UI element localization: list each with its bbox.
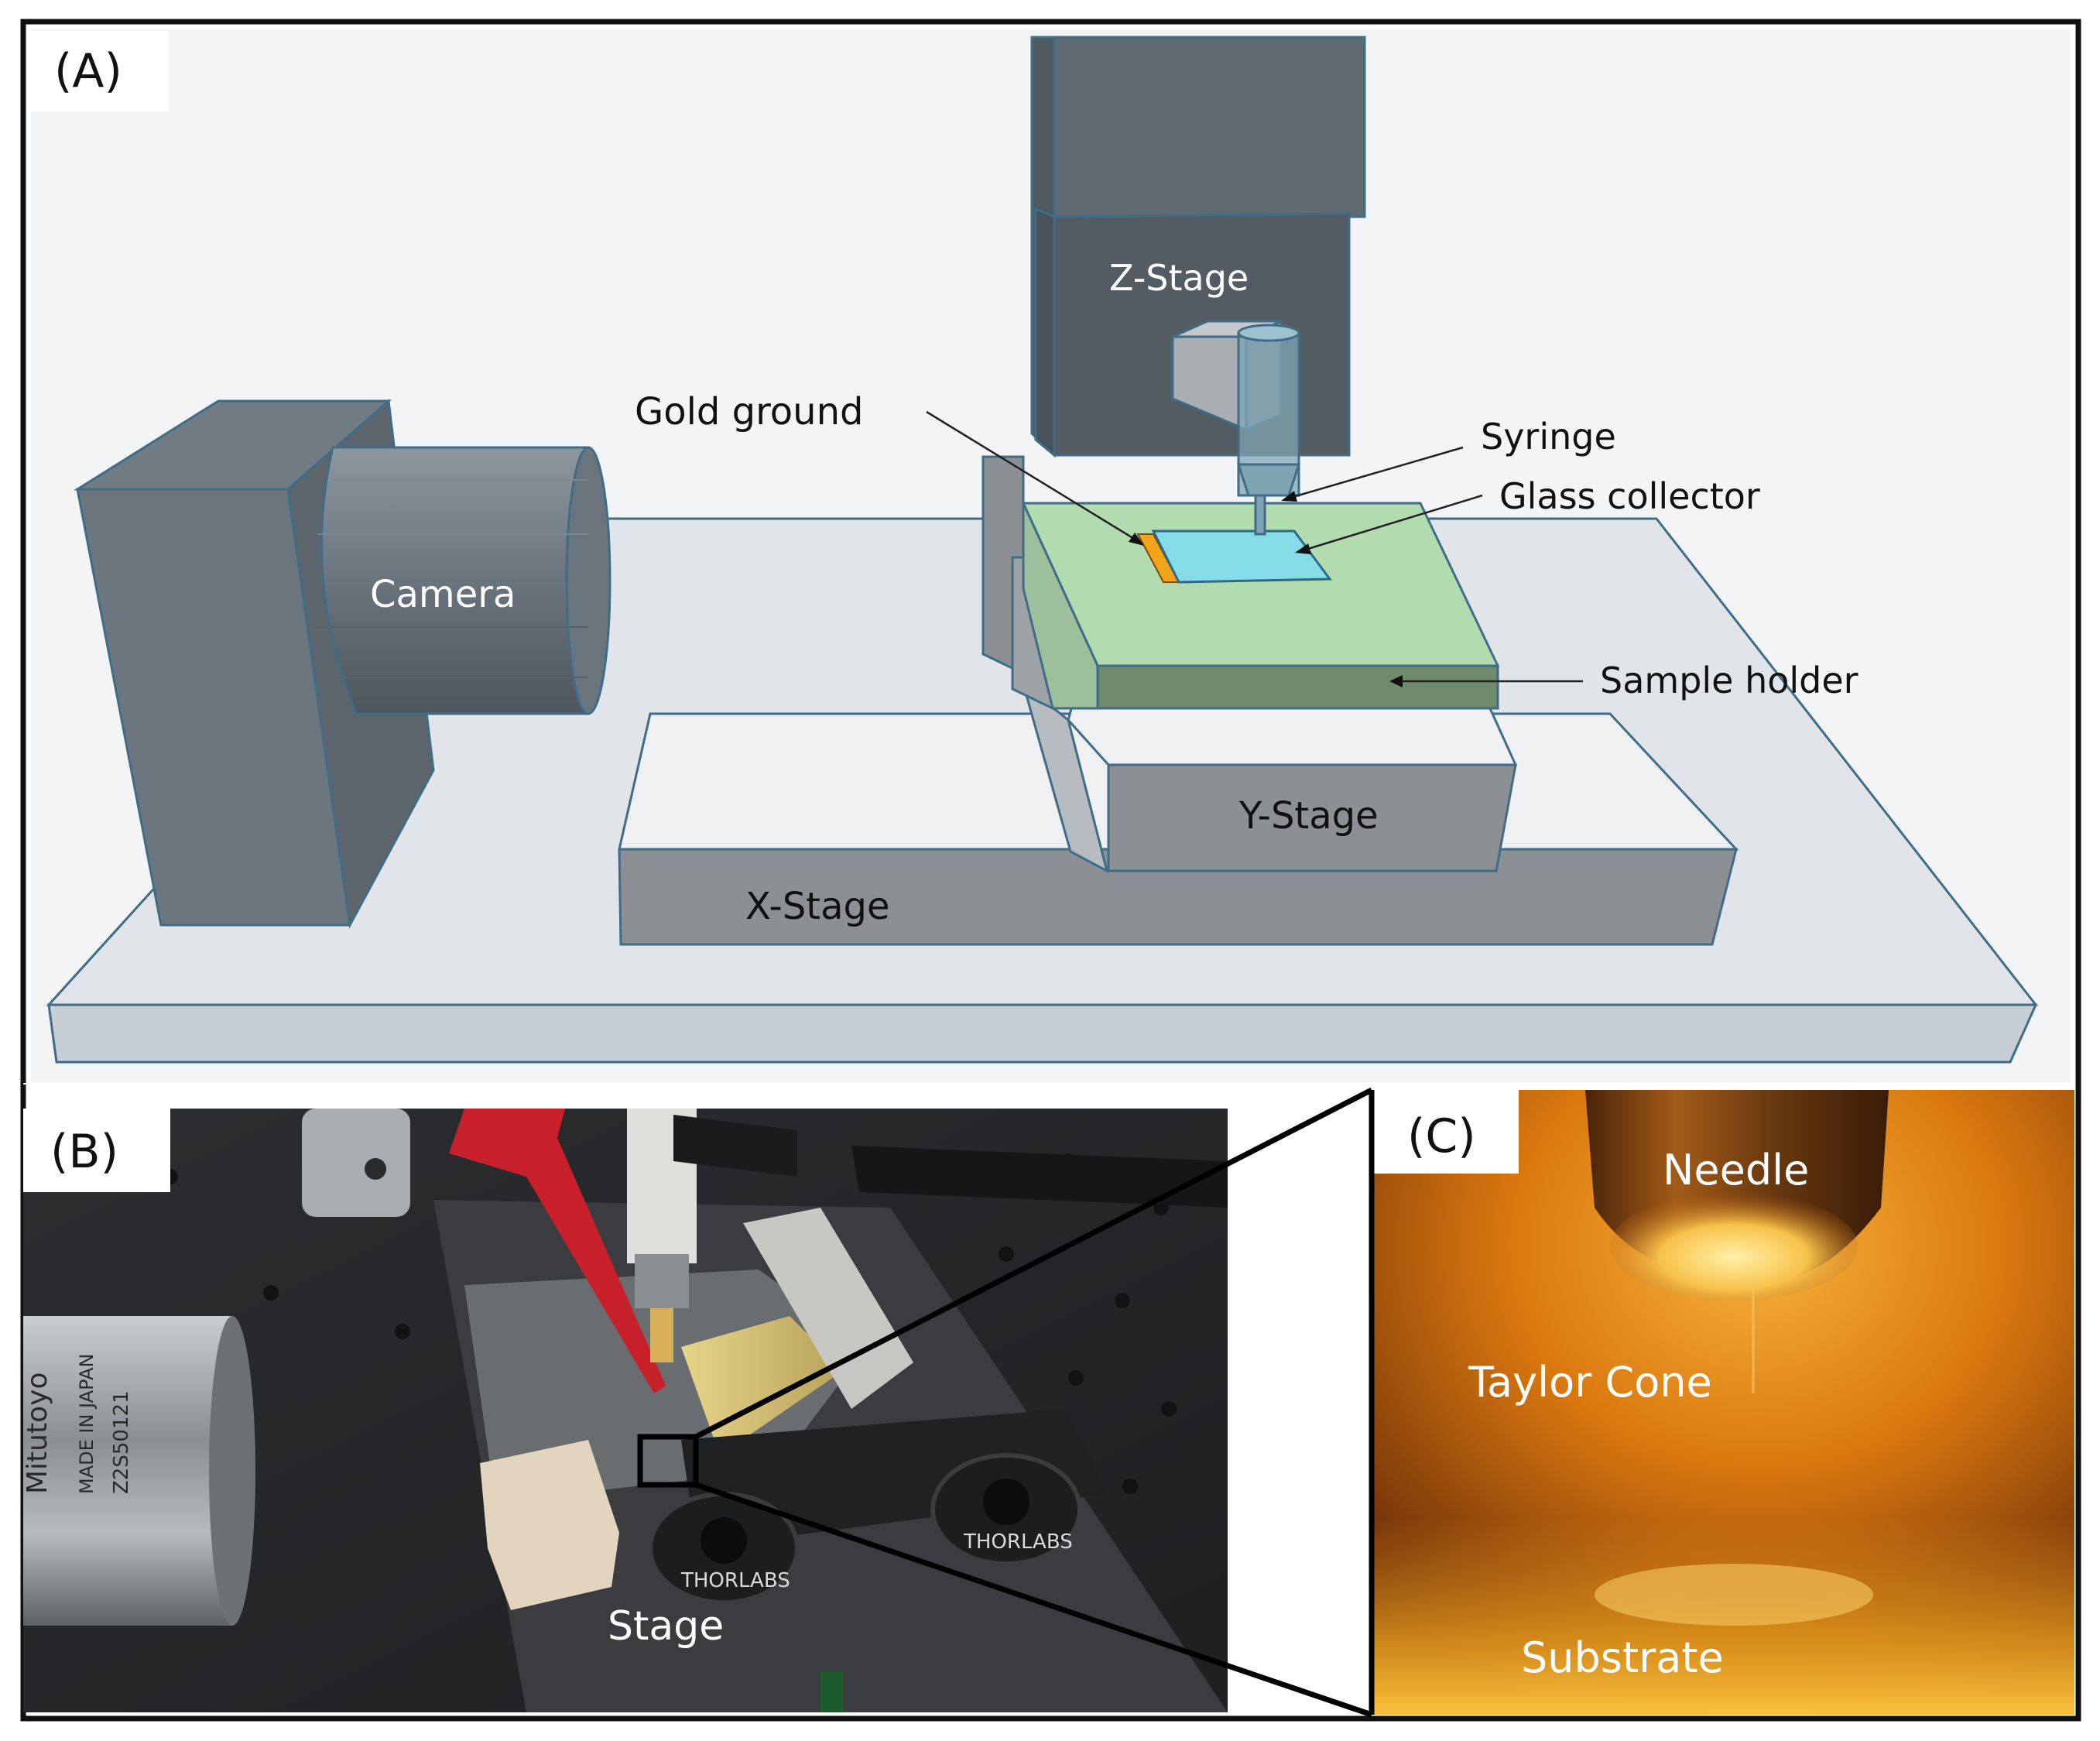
x-stage-label: X-Stage: [745, 885, 890, 928]
substrate-label: Substrate: [1521, 1633, 1724, 1682]
panel-a-label-box: [31, 31, 169, 111]
z-stage: Z-Stage: [1030, 36, 1366, 458]
stage-label: Stage: [608, 1603, 724, 1650]
panel-c-label-box: [1372, 1090, 1519, 1174]
glass-collector-arrow: [1300, 494, 1483, 553]
panel-a: (A) X-Stage Y-Stage: [31, 29, 2071, 1082]
camera: Camera: [73, 398, 612, 929]
fitting-hole: [365, 1158, 386, 1180]
gold-ground-label: Gold ground: [635, 390, 863, 434]
zoom-line-bottom: [694, 1482, 1373, 1718]
zoom-line-top: [694, 1087, 1373, 1440]
panel-c-label: (C): [1407, 1109, 1476, 1164]
lens-origin-engraving: MADE IN JAPAN: [76, 1354, 98, 1494]
foam-sponge: [480, 1440, 619, 1610]
cable-clip: [851, 1146, 1228, 1208]
y-stage-label: Y-Stage: [1238, 794, 1379, 838]
syringe-label: Syringe: [1481, 416, 1616, 458]
needle-glow: [1610, 1192, 1858, 1301]
panel-b-label-box: [23, 1109, 170, 1192]
lens-model-engraving: Z2S50121: [110, 1390, 133, 1494]
green-connector: [820, 1672, 844, 1712]
camera-label: Camera: [370, 573, 516, 616]
gold-ground-arrow: [926, 410, 1142, 545]
objective-lens: Mitutoyo MADE IN JAPAN Z2S50121: [22, 1316, 255, 1626]
knob-right-engraving: THORLABS: [963, 1530, 1073, 1554]
glass-slide: [743, 1208, 913, 1409]
panel-c: Needle Taylor Cone Substrate (C): [1372, 1090, 2074, 1715]
substrate-highlight: [1595, 1564, 1873, 1626]
lens-brand-engraving: Mitutoyo: [22, 1373, 53, 1494]
syringe-arrow: [1284, 446, 1464, 501]
z-stage-label: Z-Stage: [1109, 257, 1249, 299]
glass-collector-arrowhead: [1295, 543, 1311, 554]
glass-collector: [1151, 529, 1332, 584]
syringe: [1236, 324, 1301, 536]
top-fitting: [302, 1109, 410, 1217]
panel-a-label: (A): [54, 44, 122, 98]
taylor-cone-label: Taylor Cone: [1468, 1358, 1712, 1407]
thorlabs-knob-right: THORLABS: [930, 1453, 1082, 1566]
gold-ground-arrowhead: [1129, 533, 1144, 546]
panel-b: Mitutoyo MADE IN JAPAN Z2S50121 THORLABS: [22, 1109, 1228, 1712]
syringe-arrowhead: [1281, 491, 1297, 502]
glass-collector-label: Glass collector: [1499, 475, 1760, 517]
red-probe: [449, 1109, 666, 1393]
panel-b-label: (B): [50, 1125, 118, 1179]
sample-holder-arrowhead: [1389, 675, 1403, 687]
needle-label: Needle: [1663, 1146, 1809, 1194]
needle-assembly: [627, 1109, 797, 1362]
zoom-box: [637, 1434, 699, 1488]
callouts: Gold ground Syringe Glass collector Samp…: [635, 390, 1858, 701]
knob-left-engraving: THORLABS: [680, 1569, 790, 1592]
sample-holder-label: Sample holder: [1600, 660, 1858, 701]
